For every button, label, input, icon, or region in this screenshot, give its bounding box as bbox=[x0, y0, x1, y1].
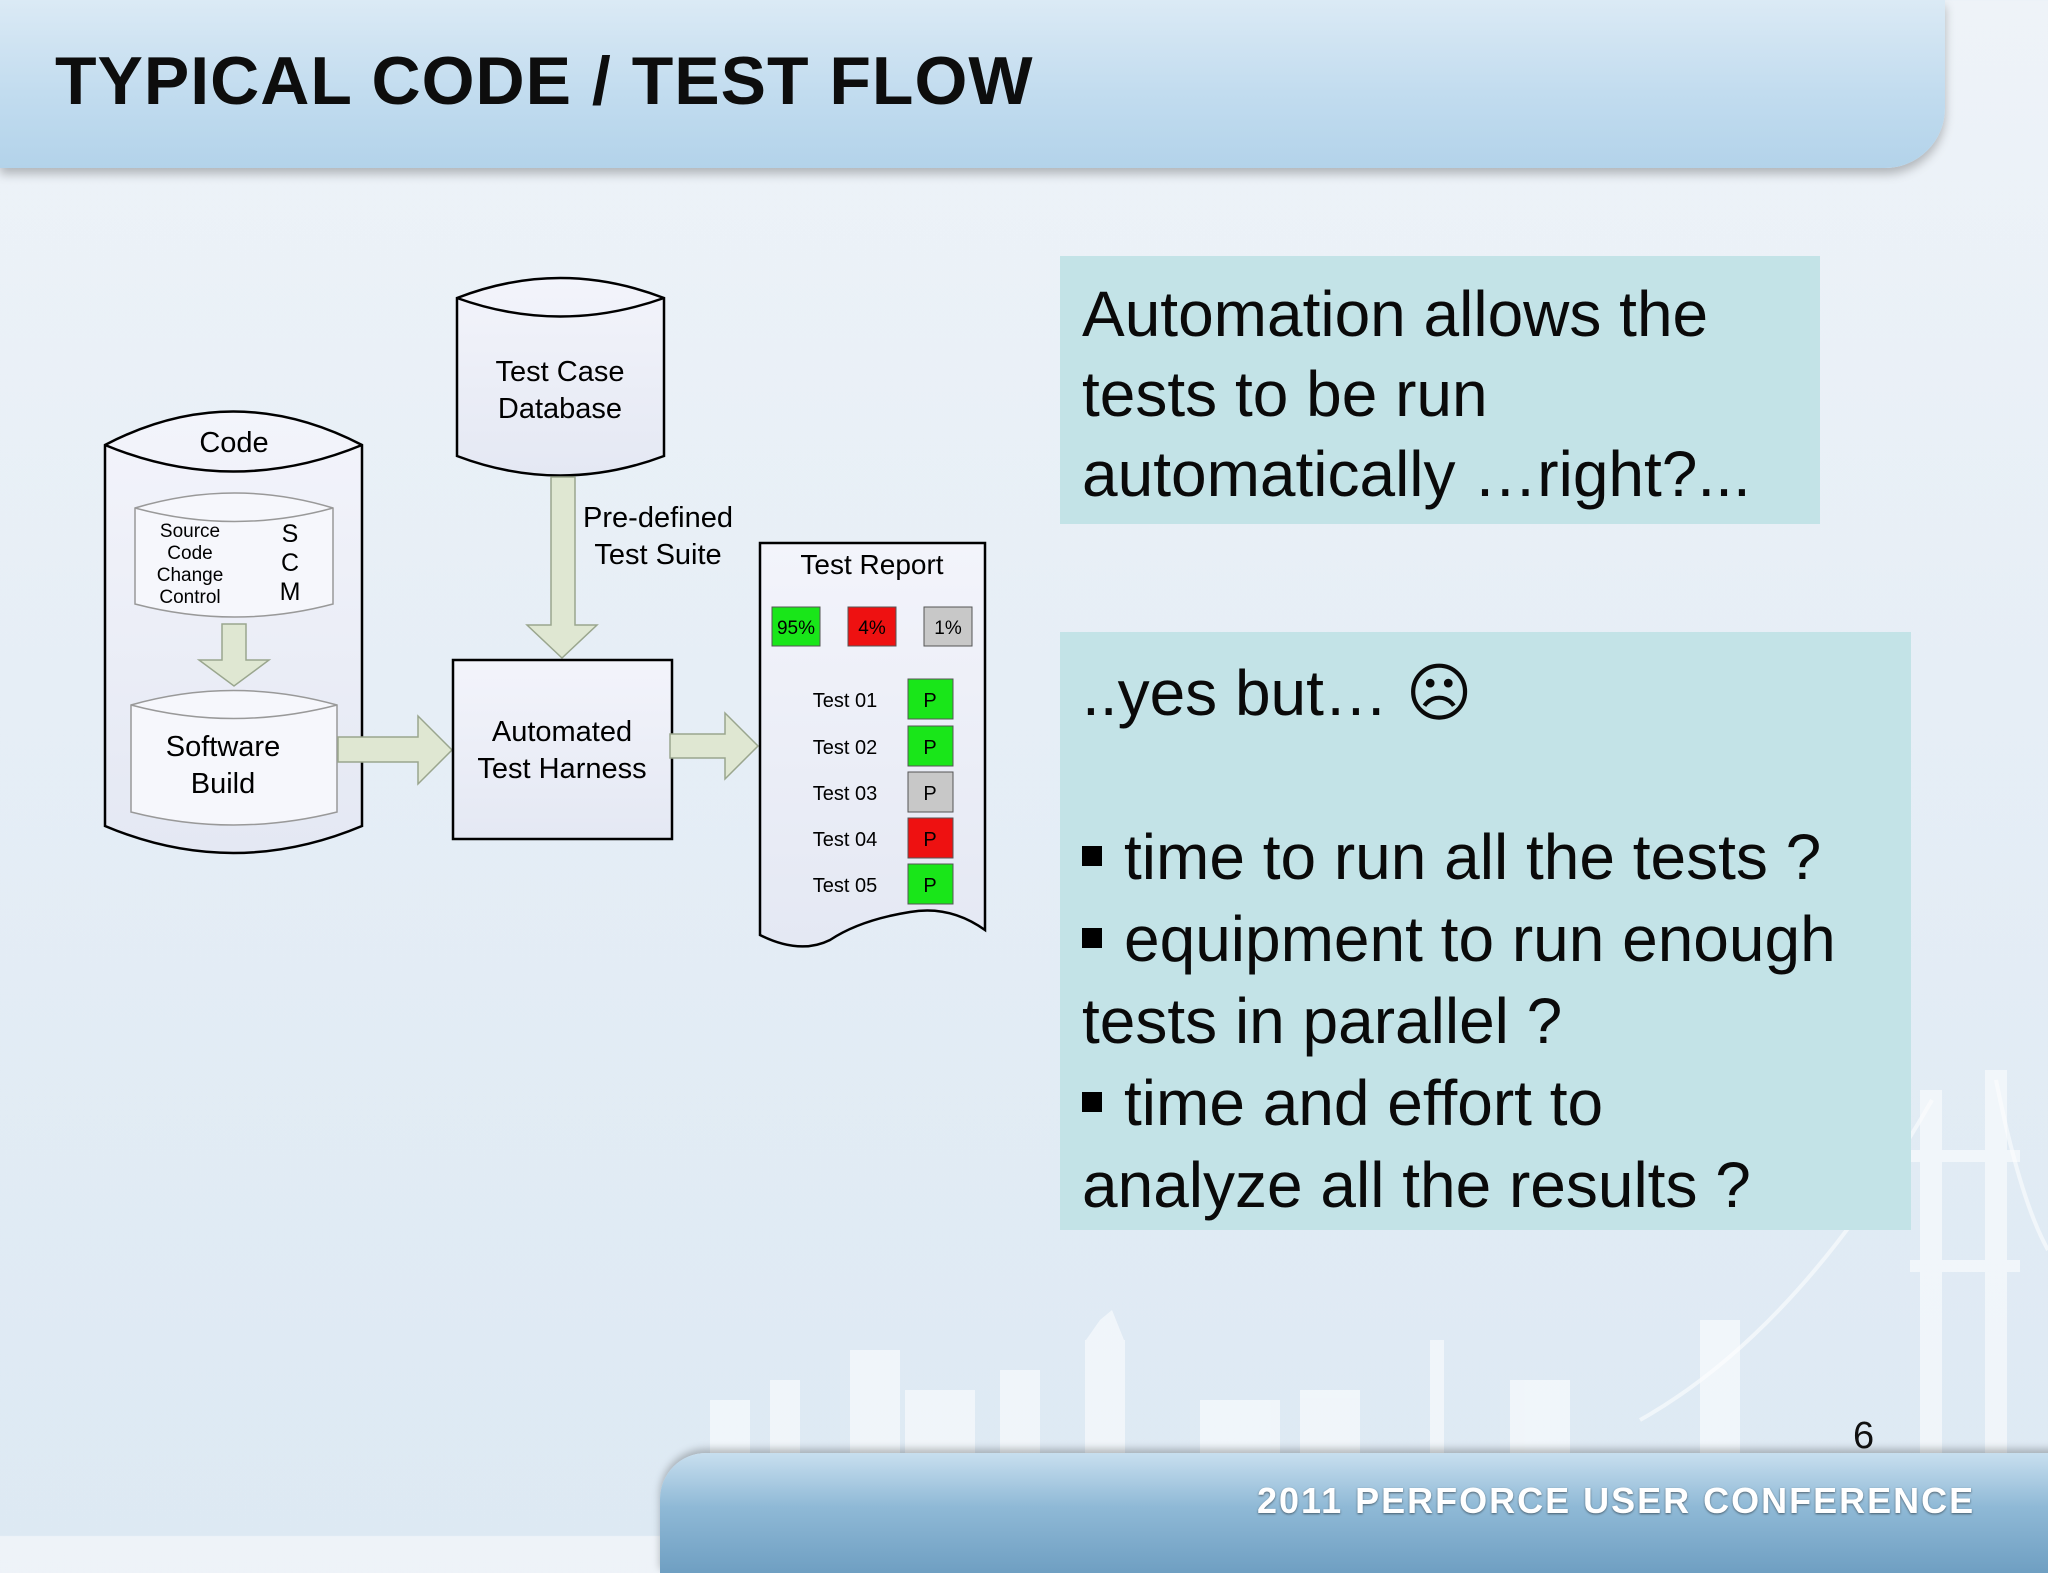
test-status: P bbox=[923, 829, 936, 851]
scm-store: Source Code Change Control S C M bbox=[134, 492, 334, 618]
build-line-1: Software bbox=[166, 731, 280, 763]
suite-label-line-2: Test Suite bbox=[594, 539, 721, 571]
arrow-scm-to-build bbox=[196, 623, 272, 687]
test-row: Test 02 P bbox=[813, 725, 954, 767]
scm-line-1: Source bbox=[160, 521, 220, 542]
test-status: P bbox=[923, 783, 936, 805]
summary-other-box bbox=[923, 606, 973, 647]
scm-letter-s: S bbox=[282, 520, 299, 548]
flow-diagram: Code Source Code Change Control S C M So… bbox=[103, 276, 987, 948]
test-name: Test 01 bbox=[813, 690, 877, 712]
callout-line: automatically …right?... bbox=[1082, 438, 1751, 510]
bullet-icon bbox=[1082, 1092, 1102, 1113]
conference-footer: 2011 PERFORCE USER CONFERENCE bbox=[1257, 1480, 1976, 1521]
test-status: P bbox=[923, 737, 936, 759]
test-status-box bbox=[907, 817, 954, 859]
harness-line-2: Test Harness bbox=[477, 753, 646, 785]
bullet-icon bbox=[1082, 846, 1102, 867]
scm-letter-c: C bbox=[281, 549, 299, 577]
test-harness: Automated Test Harness bbox=[451, 658, 674, 841]
automation-callout: Automation allows the tests to be run au… bbox=[1060, 256, 1820, 524]
summary-other-label: 1% bbox=[934, 618, 962, 639]
test-status-box bbox=[907, 678, 954, 720]
callout-intro: ..yes but… ☹ bbox=[1082, 657, 1473, 729]
summary-fail-box bbox=[847, 606, 897, 647]
db-line-1: Test Case bbox=[496, 356, 625, 388]
bullet-text: time and effort to bbox=[1124, 1067, 1604, 1139]
arrow-build-to-harness bbox=[337, 714, 454, 786]
code-label: Code bbox=[199, 427, 268, 459]
scm-letter-m: M bbox=[280, 578, 301, 606]
test-name: Test 04 bbox=[813, 829, 877, 851]
summary-pass-box bbox=[771, 606, 821, 647]
test-name: Test 05 bbox=[813, 875, 877, 897]
test-report: Test Report 95% 4% 1% Test 01 P Test 02 … bbox=[758, 541, 987, 948]
bullet-text: time to run all the tests ? bbox=[1124, 821, 1822, 893]
spacer bbox=[1082, 734, 1889, 816]
test-row: Test 03 P bbox=[813, 771, 954, 813]
software-build: Software Build bbox=[130, 689, 338, 826]
title-banner: TYPICAL CODE / TEST FLOW bbox=[0, 0, 1945, 168]
suite-label-line-1: Pre-defined bbox=[583, 502, 733, 534]
test-row: Test 01 P bbox=[813, 678, 954, 720]
bullet-item: time and effort to bbox=[1082, 1062, 1889, 1144]
bullet-icon bbox=[1082, 928, 1102, 949]
test-status-box bbox=[907, 725, 954, 767]
build-line-2: Build bbox=[191, 768, 256, 800]
bullet-continuation: analyze all the results ? bbox=[1082, 1149, 1751, 1221]
scm-line-2: Code bbox=[167, 543, 212, 564]
callout-line: Automation allows the bbox=[1082, 278, 1709, 350]
arrow-harness-to-report bbox=[669, 711, 760, 781]
db-line-2: Database bbox=[498, 393, 622, 425]
test-status-box bbox=[907, 771, 954, 813]
page-number: 6 bbox=[1853, 1415, 1875, 1457]
test-status: P bbox=[923, 875, 936, 897]
slide-title: TYPICAL CODE / TEST FLOW bbox=[55, 43, 1034, 119]
test-row: Test 05 P bbox=[813, 863, 954, 905]
summary-pass-label: 95% bbox=[777, 618, 815, 639]
scm-line-4: Control bbox=[159, 587, 220, 608]
test-case-database: Test Case Database bbox=[455, 276, 666, 477]
test-status: P bbox=[923, 690, 936, 712]
test-name: Test 02 bbox=[813, 737, 877, 759]
summary-fail-label: 4% bbox=[858, 618, 886, 639]
test-status-box bbox=[907, 863, 954, 905]
bullet-item: equipment to run enough bbox=[1082, 898, 1889, 980]
report-title: Test Report bbox=[800, 549, 943, 580]
callout-line: tests to be run bbox=[1082, 358, 1488, 430]
arrow-db-to-harness bbox=[525, 476, 599, 660]
bullet-item: time to run all the tests ? bbox=[1082, 816, 1889, 898]
harness-line-1: Automated bbox=[492, 716, 632, 748]
concerns-callout: ..yes but… ☹ time to run all the tests ?… bbox=[1060, 632, 1911, 1230]
bullet-continuation: tests in parallel ? bbox=[1082, 985, 1563, 1057]
scm-line-3: Change bbox=[157, 565, 224, 586]
test-name: Test 03 bbox=[813, 783, 877, 805]
test-row: Test 04 P bbox=[813, 817, 954, 859]
bullet-text: equipment to run enough bbox=[1124, 903, 1836, 975]
